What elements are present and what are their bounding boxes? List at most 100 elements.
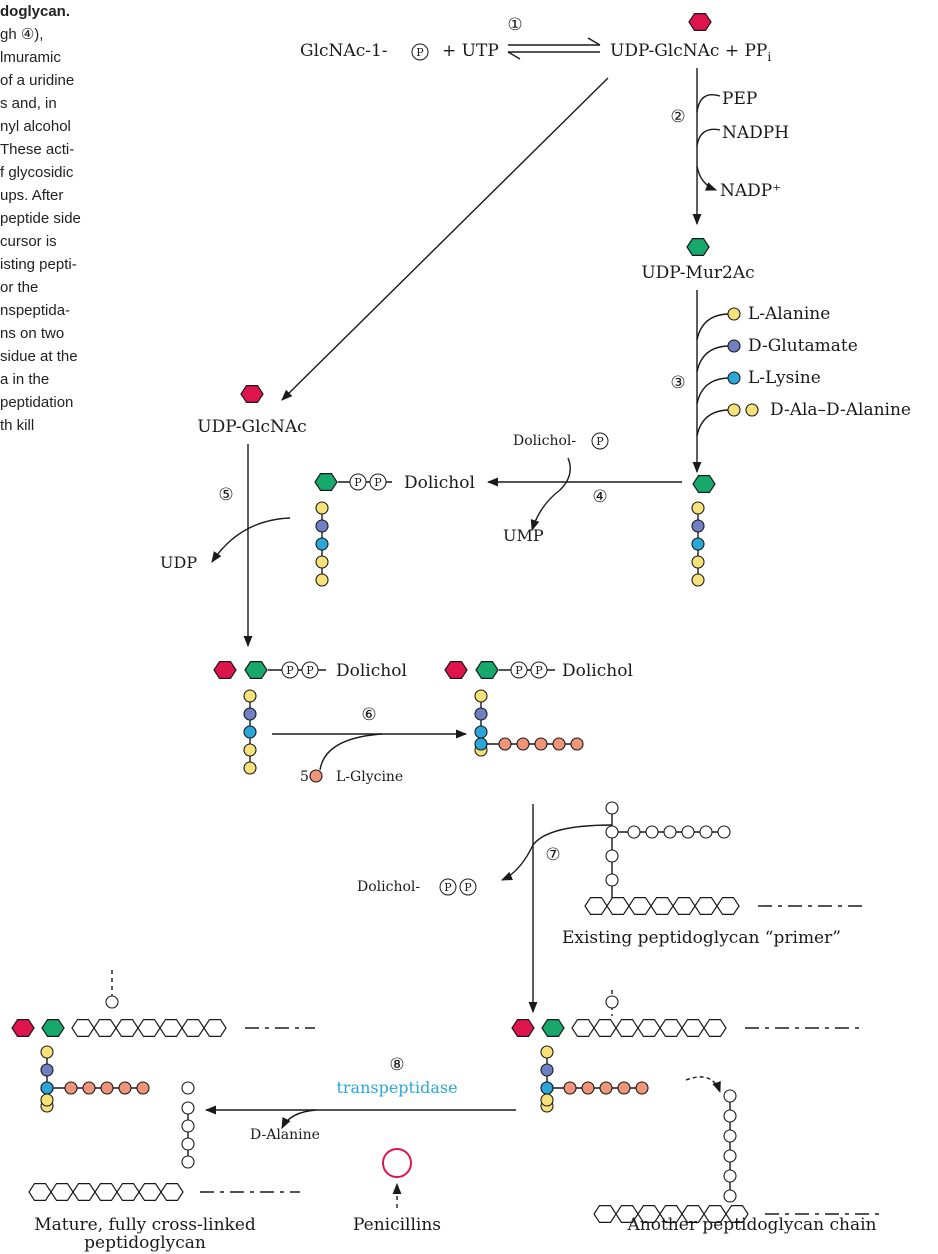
glycan-sugar-hex xyxy=(637,1018,661,1038)
glycan-sugar-hex xyxy=(28,1182,52,1202)
d-ala-d-alanine-label: D-Ala–D-Alanine xyxy=(770,400,911,420)
caption-line: nyl alcohol xyxy=(0,118,71,135)
caption-line: nspeptida- xyxy=(0,302,71,319)
phosphate-letter: P xyxy=(416,46,424,59)
glycan-sugar-hex xyxy=(725,1204,749,1224)
ala-branch xyxy=(696,313,729,341)
glycan-sugar-hex xyxy=(615,1204,639,1224)
step-5-number: ⑤ xyxy=(218,485,233,505)
another-chain-label: Another peptidoglycan chain xyxy=(627,1215,877,1235)
glycan-sugar-hex xyxy=(138,1182,162,1202)
amino-acid-bead xyxy=(691,573,705,587)
glycine-bead xyxy=(498,737,512,751)
glycan-sugar-hex xyxy=(703,1204,727,1224)
udp-glcnac-label: UDP-GlcNAc xyxy=(197,417,306,437)
amino-acid-bead xyxy=(315,555,329,569)
penicillins-label: Penicillins xyxy=(353,1215,441,1235)
glycine-bead xyxy=(563,1081,577,1095)
dolichol-label-right: Dolichol xyxy=(562,661,633,681)
amino-acid-bead xyxy=(243,761,257,775)
dolichol-label-step4: Dolichol xyxy=(404,473,475,493)
pep-label: PEP xyxy=(722,89,757,109)
step-2-number: ② xyxy=(670,107,685,127)
amino-acid-bead xyxy=(723,1089,737,1103)
glycan-sugar-hex xyxy=(681,1018,705,1038)
step-8-number: ⑧ xyxy=(389,1055,404,1075)
glcnac-1-p-label: GlcNAc-1- xyxy=(300,41,388,61)
glycan-sugar-hex xyxy=(50,1182,74,1202)
open-bead xyxy=(663,825,677,839)
caption-line: of a uridine xyxy=(0,72,75,89)
glycan-sugar-hex xyxy=(628,896,652,916)
glycan-sugar-hex xyxy=(615,1018,639,1038)
l-lysine-bead xyxy=(40,1081,54,1095)
phosphate-circle xyxy=(369,473,387,491)
glycan-sugar-hex xyxy=(606,896,630,916)
amino-acid-bead xyxy=(315,537,329,551)
glycan-sugar-hex xyxy=(160,1182,184,1202)
open-bead xyxy=(605,873,619,887)
caption-line: th kill xyxy=(0,417,35,434)
open-bead xyxy=(605,801,619,815)
amino-acid-bead xyxy=(691,519,705,533)
amino-acid-bead xyxy=(723,1109,737,1123)
caption-line: ups. After xyxy=(0,187,64,204)
open-bead xyxy=(645,825,659,839)
glcnac-hexagon xyxy=(688,13,712,31)
amino-acid-bead xyxy=(315,501,329,515)
glycine-bead xyxy=(617,1081,631,1095)
glycan-sugar-hex xyxy=(672,896,696,916)
amino-acid-bead xyxy=(691,537,705,551)
amino-acid-bead xyxy=(243,725,257,739)
mature-label-line2: peptidoglycan xyxy=(84,1233,206,1253)
amino-acid-bead xyxy=(315,573,329,587)
phosphate-letter: P xyxy=(464,881,472,894)
caption-line: lmuramic xyxy=(0,49,61,66)
dolichol-p-in-ump-out xyxy=(530,457,571,532)
glycan-sugar-hex xyxy=(571,1018,595,1038)
open-bead xyxy=(605,995,619,1009)
glycan-sugar-hex xyxy=(637,1204,661,1224)
glycine-bead xyxy=(136,1081,150,1095)
murnac-hexagon xyxy=(314,473,338,491)
open-bead xyxy=(605,849,619,863)
glycine-bead xyxy=(309,769,323,783)
d-glutamate-bead xyxy=(727,339,741,353)
glcnac-hexagon xyxy=(240,385,264,403)
amino-acid-bead xyxy=(723,1149,737,1163)
phosphate-letter: P xyxy=(286,664,294,677)
dolichol-p-label: Dolichol- xyxy=(513,433,576,449)
inhibition-icon xyxy=(382,1148,412,1178)
open-bead xyxy=(717,825,731,839)
caption-text: doglycan. gh ④), lmuramic of a uridine s… xyxy=(0,0,150,437)
amino-acid-bead xyxy=(723,1169,737,1183)
phosphate-letter: P xyxy=(306,664,314,677)
glycan-sugar-hex xyxy=(116,1182,140,1202)
murnac-hexagon xyxy=(475,660,499,680)
glycan-sugar-hex xyxy=(659,1018,683,1038)
glcnac-hexagon xyxy=(213,660,237,680)
murnac-hexagon xyxy=(244,660,268,680)
glycan-sugar-hex xyxy=(94,1182,118,1202)
glycine-in xyxy=(319,733,383,771)
glycine-count: 5 xyxy=(300,769,309,785)
amino-acid-bead xyxy=(181,1119,195,1133)
glycan-sugar-hex xyxy=(71,1018,95,1038)
phosphate-circle xyxy=(301,661,319,679)
glycan-sugar-hex xyxy=(694,896,718,916)
l-lysine-label: L-Lysine xyxy=(748,368,821,388)
glycan-sugar-hex xyxy=(72,1182,96,1202)
open-bead xyxy=(681,825,695,839)
amino-acid-bead xyxy=(540,1045,554,1059)
glycan-sugar-hex xyxy=(650,896,674,916)
caption-line: ns on two xyxy=(0,325,65,342)
l-lysine-bead xyxy=(474,737,488,751)
glycine-bead xyxy=(82,1081,96,1095)
l-alanine-label: L-Alanine xyxy=(748,304,830,324)
plus-utp-label: + UTP xyxy=(442,41,499,61)
murnac-hexagon xyxy=(686,238,710,256)
glycan-sugar-hex xyxy=(115,1018,139,1038)
glycan-sugar-hex xyxy=(203,1018,227,1038)
d-alanine-release xyxy=(281,1109,317,1130)
glycan-sugar-hex xyxy=(584,896,608,916)
